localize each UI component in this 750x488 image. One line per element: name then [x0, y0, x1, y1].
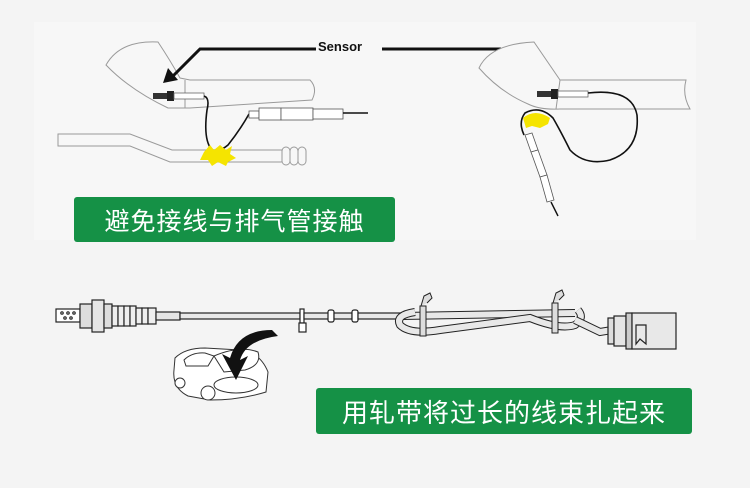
callout-line-left	[170, 47, 316, 79]
callout-arrow-left-icon	[163, 68, 178, 83]
sensor-nut	[167, 91, 174, 101]
sensor-body	[173, 92, 205, 100]
right-contact-highlight	[523, 113, 550, 128]
pipe-ring-1	[281, 146, 291, 166]
sensor-thread	[153, 93, 167, 99]
avoid-exhaust-contact-label: 避免接线与排气管接触	[74, 197, 395, 242]
right-sensor-wire	[520, 91, 639, 163]
right-sensor	[537, 89, 589, 99]
grommet-1	[327, 309, 335, 323]
sensor-harness	[55, 299, 403, 333]
car-illustration	[173, 347, 269, 401]
exhaust-manifold	[105, 41, 316, 109]
cable-tie-1	[419, 292, 433, 337]
curved-arrow-icon	[222, 330, 278, 380]
right-connector	[524, 132, 559, 217]
connector-housing	[631, 312, 677, 350]
sensor-probe-tip	[55, 308, 81, 323]
harness-connector	[607, 312, 677, 350]
sensor-hex-nut	[79, 303, 93, 329]
cable-tie-2	[551, 289, 565, 334]
right-exhaust-manifold	[478, 41, 691, 110]
car-wheel	[200, 385, 216, 401]
grommet-2	[351, 309, 359, 323]
left-contact-highlight	[200, 145, 236, 166]
sensor-label: Sensor	[318, 39, 362, 54]
bundle-excess-wire-label: 用轧带将过长的线束扎起来	[316, 388, 692, 434]
cable-clip	[299, 308, 305, 324]
pipe-ring-2	[289, 146, 299, 166]
harness-loop	[395, 307, 613, 337]
left-connector	[248, 107, 368, 121]
car-windshield	[183, 352, 215, 367]
pipe-ring-3	[297, 146, 307, 166]
harness-cable	[179, 312, 301, 320]
